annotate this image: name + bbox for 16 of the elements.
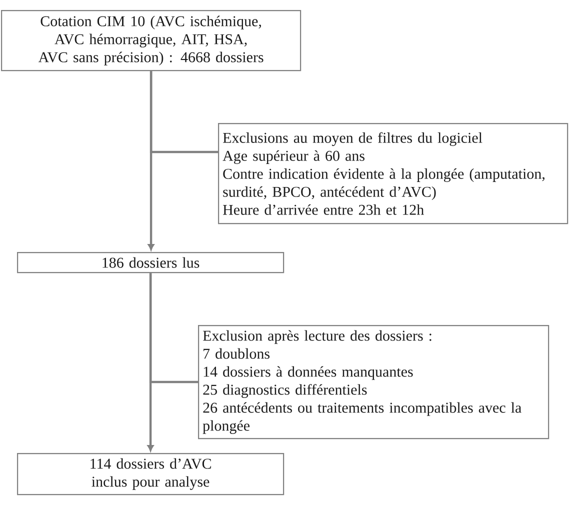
heading-text: Exclusions au moyen de filtres du logiciel [223,132,482,146]
process-box: 186 dossiers lus [17,252,284,274]
arrow [147,273,154,452]
list-item: 25 diagnostics différentiels [203,384,367,398]
process-box: Cotation CIM 10 (AVC ischémique, AVC hémorragique, AIT, HSA, AVC sans précision) : 4668 dossiers [1,10,302,72]
arrow [148,71,154,250]
exclusion-box [198,325,550,440]
list-item: 7 doublons [204,348,270,359]
list-item: Contre indication évidente à la plongée (amputation, surdité, BPCO, antécédent d’AVC) [223,168,544,200]
list-item: 26 antécédents ou traitements incompatibles avec la plongée [202,402,522,434]
process-box: 114 dossiers d’AVC inclus pour analyse [17,453,284,496]
heading-text: Exclusion après lecture des dossiers : [203,330,432,344]
list-item: Heure d’arrivée entre 23h et 12h [223,204,424,215]
list-item: 14 dossiers à données manquantes [204,366,413,380]
list-item: Age supérieur à 60 ans [222,150,364,164]
exclusion-box [218,123,568,224]
